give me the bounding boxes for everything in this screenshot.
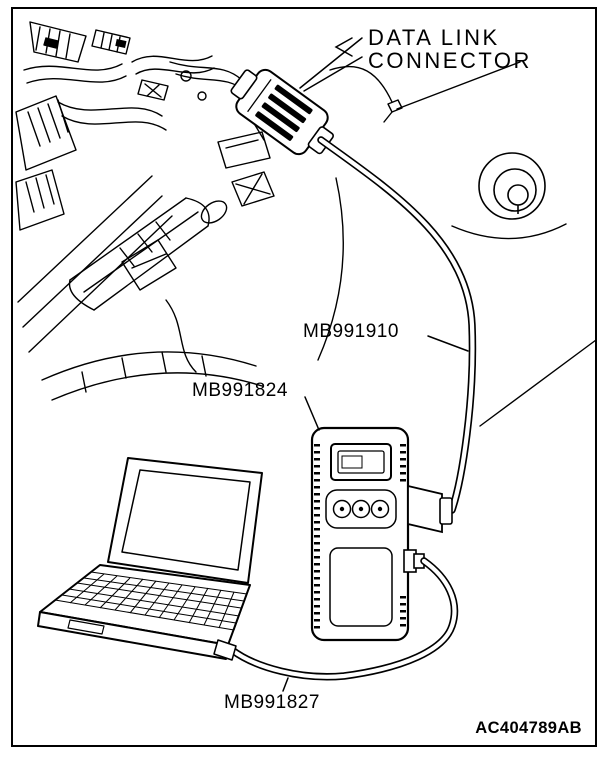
cable-mb991910-art xyxy=(317,136,477,514)
data-link-connector-art xyxy=(230,68,334,156)
border-frame xyxy=(11,7,597,747)
figure-code: AC404789AB xyxy=(475,719,582,737)
leader-dlc-bottom xyxy=(303,56,363,92)
leader-dlc-top xyxy=(299,37,363,89)
callout-mb991827: MB991827 xyxy=(224,692,320,713)
callout-mb991910: MB991910 xyxy=(303,321,399,342)
leader-mb991824 xyxy=(304,396,320,431)
scan-tool-display xyxy=(330,443,392,481)
callout-mb991824: MB991824 xyxy=(192,380,288,401)
scan-tool-buttons xyxy=(325,489,397,529)
dsub-connector-art xyxy=(407,484,453,534)
leader-mb991910 xyxy=(427,335,469,352)
key-cylinder-icon xyxy=(478,152,546,220)
laptop-cable-plug xyxy=(213,639,237,661)
leader-lines xyxy=(282,37,469,692)
cable-mb991827-art xyxy=(228,557,459,681)
arrowhead-dlc xyxy=(334,37,353,57)
scan-tool-art xyxy=(310,426,453,642)
callout-data-link-line1: DATA LINK xyxy=(368,25,500,50)
laptop-keyboard xyxy=(54,571,248,631)
callout-data-link-line2: CONNECTOR xyxy=(368,48,532,73)
leader-mb991827 xyxy=(282,677,289,692)
callout-data-link-connector: DATA LINK CONNECTOR xyxy=(368,26,532,72)
laptop-art xyxy=(37,457,263,661)
usb-port-art xyxy=(403,549,425,573)
